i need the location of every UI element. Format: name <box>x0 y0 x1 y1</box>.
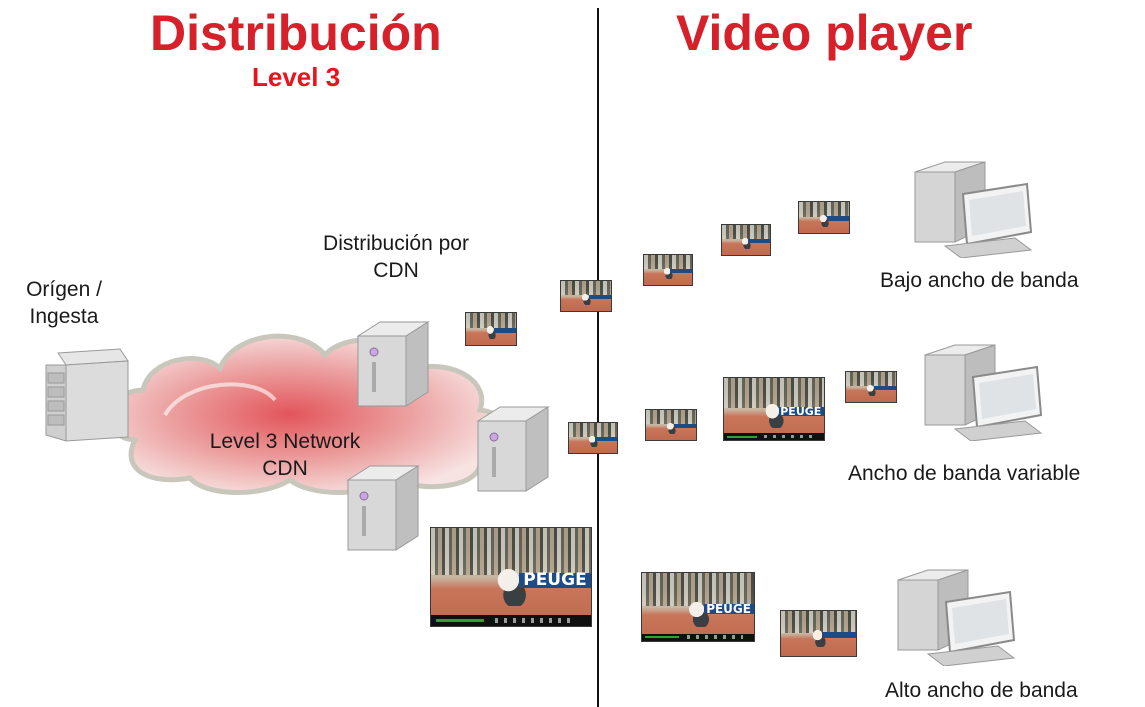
left-subtitle: Level 3 <box>252 62 341 92</box>
thumbnail-brand-board: PEUGE <box>703 602 754 617</box>
server-icon <box>356 321 430 407</box>
video-thumbnail <box>798 201 850 234</box>
cdn-label-line1: Distribución por <box>323 232 469 255</box>
right-title: Video player <box>676 5 973 61</box>
cloud-label: Level 3 Network CDN <box>180 428 390 483</box>
video-thumbnail <box>560 280 612 312</box>
desktop-computer-icon <box>924 344 1043 441</box>
desktop-computer-icon <box>914 161 1033 258</box>
thumbnail-brand-board: PEUGE <box>519 570 591 591</box>
origin-label: Orígen / Ingesta <box>8 276 120 331</box>
video-thumbnail <box>721 224 771 256</box>
server-icon <box>346 465 420 551</box>
cloud-label-line1: Level 3 Network <box>209 430 361 453</box>
video-thumbnail <box>780 610 857 657</box>
left-title: Distribución <box>150 5 442 61</box>
cdn-label: Distribución por CDN <box>296 230 496 285</box>
video-thumbnail <box>568 422 618 454</box>
cloud-label-line2: CDN <box>262 457 308 481</box>
server-icon <box>476 406 550 492</box>
thumbnail-brand: PEUGE <box>523 570 587 591</box>
video-thumbnail: PEUGE <box>723 377 825 441</box>
thumbnail-brand: PEUGE <box>706 602 751 617</box>
video-thumbnail <box>645 409 697 441</box>
desktop-computer-icon <box>897 569 1016 666</box>
origin-label-line1: Orígen / <box>26 278 102 301</box>
cdn-label-line2: CDN <box>373 259 419 283</box>
thumbnail-brand: PEUGE <box>780 404 822 418</box>
section-divider <box>597 8 599 707</box>
server-icon <box>45 348 129 442</box>
origin-label-line2: Ingesta <box>29 305 99 329</box>
thumbnail-brand-board: PEUGE <box>779 404 824 418</box>
video-thumbnail <box>643 254 693 286</box>
client-label-low: Bajo ancho de banda <box>880 269 1079 292</box>
client-label-variable: Ancho de banda variable <box>848 462 1081 485</box>
video-thumbnail <box>465 312 517 346</box>
client-label-high: Alto ancho de banda <box>885 679 1078 702</box>
video-thumbnail: PEUGE <box>641 572 755 642</box>
video-thumbnail <box>845 371 897 403</box>
video-thumbnail: PEUGE <box>430 527 592 627</box>
